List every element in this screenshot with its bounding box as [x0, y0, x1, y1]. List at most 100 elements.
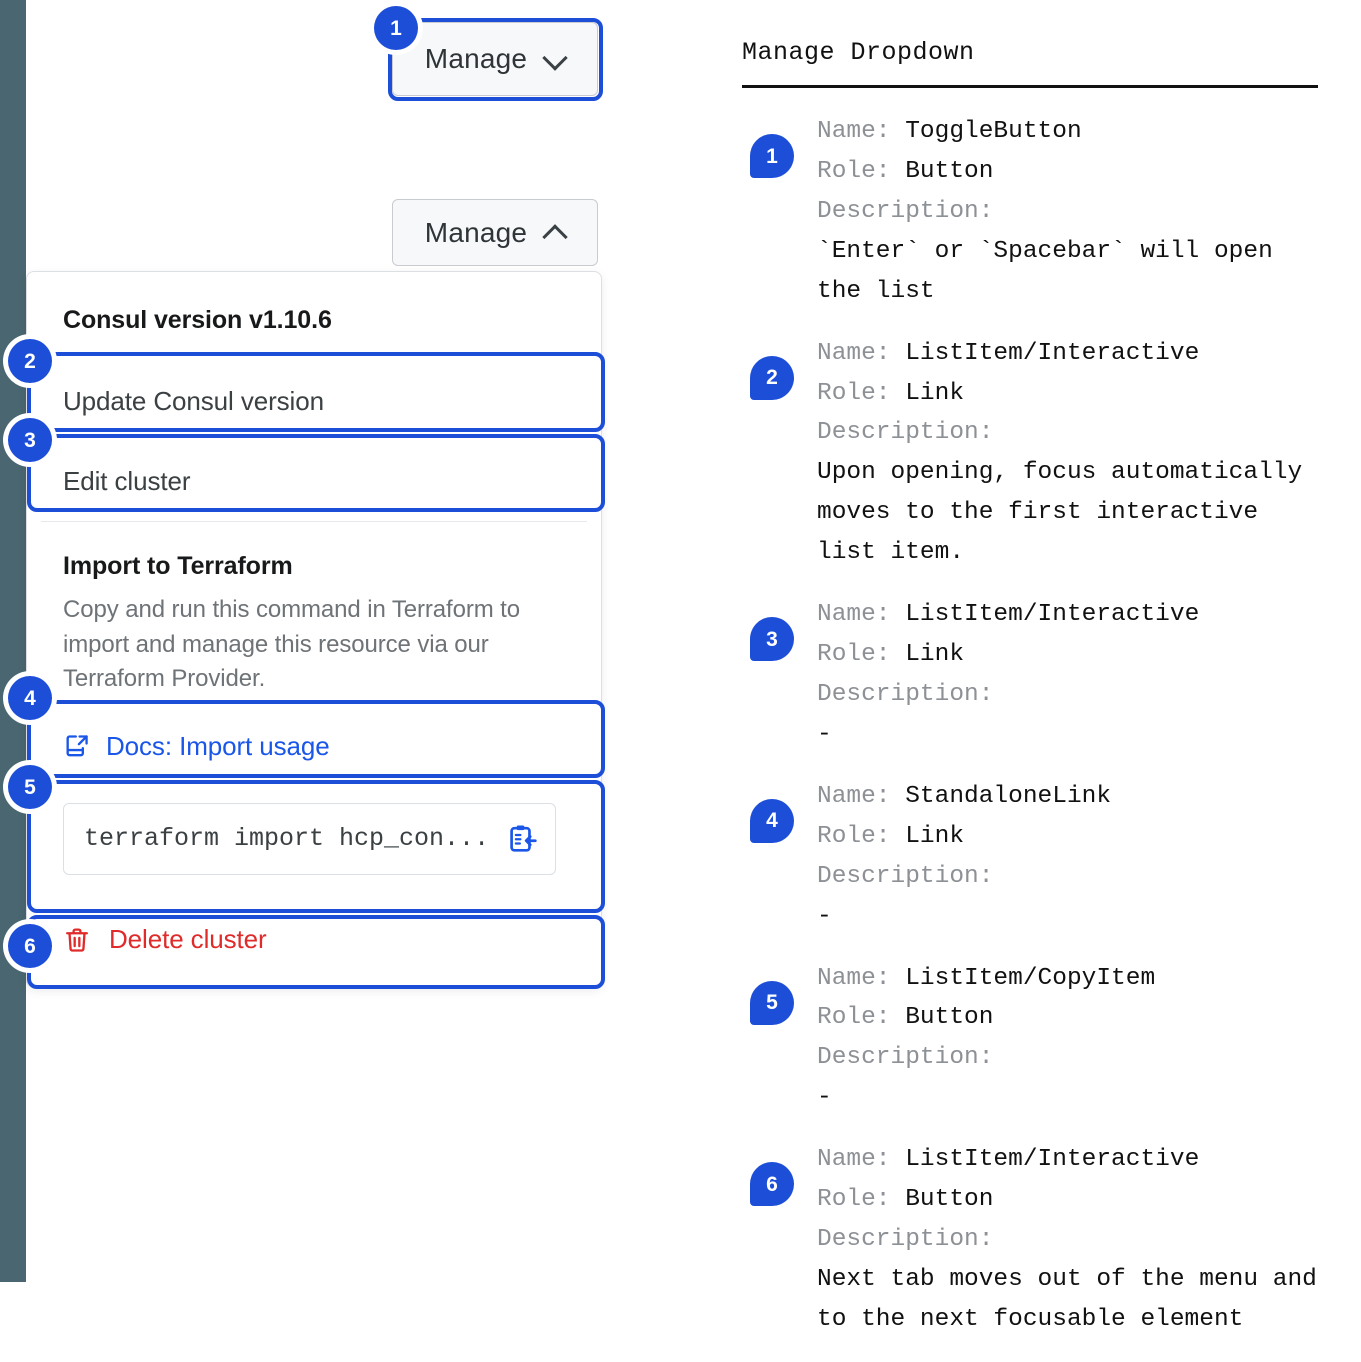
- panel-title: Manage Dropdown: [742, 38, 975, 67]
- menu-item-delete-cluster[interactable]: Delete cluster: [27, 901, 601, 979]
- manage-toggle-label: Manage: [424, 43, 528, 74]
- annotation-name-value: ListItem/Interactive: [905, 1146, 1200, 1174]
- annotation-role-value: Button: [905, 157, 994, 185]
- annotation-description: Description:: [817, 1038, 1155, 1078]
- annotation-role: Role: Button: [817, 152, 1273, 192]
- menu-divider: [41, 521, 587, 522]
- menu-item-docs-import-usage[interactable]: Docs: Import usage: [27, 709, 601, 785]
- annotation-description: Description:: [817, 413, 1302, 453]
- docs-external-link-icon: [63, 733, 91, 761]
- annotation-description: Description:: [817, 675, 1199, 715]
- annotation-role-label: Role:: [817, 822, 891, 850]
- annotation-name: Name: ListItem/Interactive: [817, 595, 1199, 635]
- chevron-up-icon: [545, 223, 565, 243]
- annotation-description-value: `Enter` or `Spacebar` will open the list: [817, 237, 1273, 305]
- annotation-role-label: Role:: [817, 1186, 891, 1214]
- annotation-role-label: Role:: [817, 1004, 891, 1032]
- manage-toggle-button-open[interactable]: Manage: [392, 199, 598, 266]
- annotation-description: Description:: [817, 1220, 1317, 1260]
- annotation-name: Name: ToggleButton: [817, 112, 1273, 152]
- delete-cluster-label: Delete cluster: [109, 924, 267, 955]
- annotation-description-value: -: [817, 902, 832, 930]
- manage-dropdown-panel: Consul version v1.10.6 Update Consul ver…: [26, 271, 602, 988]
- annotation-role-value: Button: [905, 1004, 994, 1032]
- clipboard-copy-icon[interactable]: [506, 823, 538, 855]
- annotation-name-value: ToggleButton: [905, 118, 1082, 145]
- annotation-description: Description:: [817, 192, 1273, 232]
- annotation-badge-3: 3: [8, 418, 52, 462]
- annotation-role-value: Link: [905, 822, 965, 850]
- annotation-role: Role: Link: [817, 817, 1111, 857]
- annotation-name-label: Name:: [817, 782, 891, 810]
- annotation-name-value: ListItem/CopyItem: [905, 964, 1156, 992]
- terraform-command-box[interactable]: terraform import hcp_con...: [63, 802, 556, 875]
- annotation-name-value: StandaloneLink: [905, 782, 1112, 810]
- annotation-description-value: -: [817, 720, 832, 748]
- annotation-pin-badge: 1: [750, 134, 794, 178]
- trash-icon: [63, 926, 91, 954]
- annotation-description-label: Description:: [817, 197, 994, 225]
- annotation-description-label: Description:: [817, 680, 994, 708]
- annotation-name-value: ListItem/Interactive: [905, 339, 1200, 367]
- annotation-description-label: Description:: [817, 862, 994, 890]
- terraform-command-row: terraform import hcp_con...: [27, 802, 601, 875]
- manage-toggle-open-label: Manage: [424, 216, 528, 248]
- annotation-name-label: Name:: [817, 118, 891, 145]
- annotation-badge-1: 1: [374, 6, 418, 50]
- chevron-down-icon: [545, 49, 565, 69]
- terraform-command-text: terraform import hcp_con...: [84, 824, 490, 854]
- annotation-name: Name: StandaloneLink: [817, 777, 1111, 817]
- menu-item-edit-label: Edit cluster: [63, 465, 191, 496]
- annotation-role-label: Role:: [817, 379, 891, 407]
- annotation-description: Description:: [817, 857, 1111, 897]
- annotation-description-value: -: [817, 1084, 832, 1112]
- annotation-role-value: Button: [905, 1186, 994, 1214]
- annotation-name: Name: ListItem/Interactive: [817, 334, 1302, 374]
- annotation-role: Role: Link: [817, 374, 1302, 414]
- annotation-name-label: Name:: [817, 1146, 891, 1174]
- annotation-pin-badge: 5: [750, 980, 794, 1025]
- annotation-role-label: Role:: [817, 641, 891, 669]
- annotation-description-label: Description:: [817, 1044, 994, 1072]
- annotation-role-value: Link: [905, 641, 965, 669]
- import-to-terraform-heading: Import to Terraform: [63, 552, 293, 580]
- menu-item-update-label: Update Consul version: [63, 385, 324, 416]
- consul-version-heading: Consul version v1.10.6: [63, 306, 332, 334]
- annotation-description-label: Description:: [817, 1226, 994, 1254]
- annotation-role: Role: Button: [817, 998, 1155, 1038]
- left-nav-rail: [0, 0, 26, 1282]
- annotation-name-label: Name:: [817, 964, 891, 992]
- annotation-badge-4: 4: [8, 676, 52, 720]
- import-to-terraform-description: Copy and run this command in Terraform t…: [63, 596, 520, 693]
- menu-item-update-consul-version[interactable]: Update Consul version: [27, 361, 601, 441]
- panel-divider: [742, 85, 1318, 88]
- annotation-role: Role: Button: [817, 1180, 1317, 1220]
- annotation-badge-2: 2: [8, 339, 52, 383]
- annotation-pin-badge: 6: [750, 1162, 794, 1207]
- annotation-pin-badge: 3: [750, 617, 794, 662]
- menu-item-edit-cluster[interactable]: Edit cluster: [27, 441, 601, 521]
- annotation-pin-badge: 2: [750, 355, 794, 400]
- manage-toggle-button-closed[interactable]: Manage: [392, 22, 598, 96]
- annotation-role-value: Link: [905, 379, 965, 407]
- docs-import-usage-label: Docs: Import usage: [106, 731, 330, 762]
- annotation-role-label: Role:: [817, 157, 891, 185]
- annotation-description-value: Next tab moves out of the menu and to th…: [817, 1265, 1317, 1333]
- annotation-name: Name: ListItem/CopyItem: [817, 959, 1155, 999]
- annotation-badge-5: 5: [8, 765, 52, 809]
- annotation-description-label: Description:: [817, 419, 994, 447]
- annotation-pin-badge: 4: [750, 798, 794, 843]
